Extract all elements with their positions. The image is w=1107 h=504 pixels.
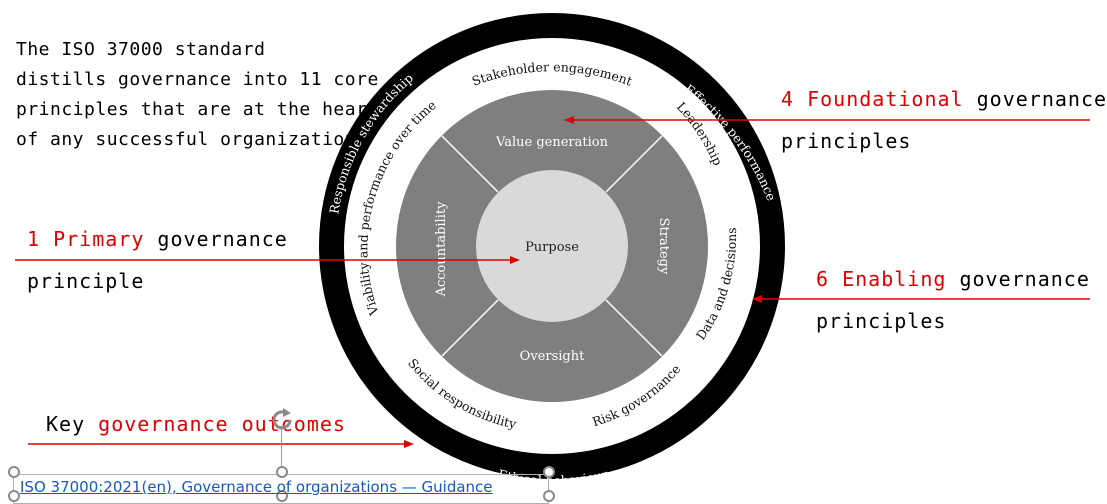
callout-foundational-rest: governance xyxy=(976,87,1107,111)
outcome-ethical-behaviour: Ethical behaviour xyxy=(497,466,610,488)
arrow-primary-head xyxy=(510,256,520,264)
rotate-icon[interactable] xyxy=(268,406,296,434)
callout-outcomes-highlight: governance outcomes xyxy=(98,412,346,436)
arrow-outcomes-head xyxy=(404,440,414,448)
resize-handle-bottom-right[interactable] xyxy=(543,490,555,502)
principle-value-generation: Value generation xyxy=(495,135,609,150)
quadrant-dividers xyxy=(441,135,663,357)
callout-primary: 1 Primary governance xyxy=(27,227,288,251)
arrow-foundational-head xyxy=(564,116,574,124)
arrow-enabling-head xyxy=(752,295,762,303)
callout-enabling: 6 Enabling governance xyxy=(816,267,1090,291)
purpose-circle xyxy=(476,170,628,322)
principle-strategy: Strategy xyxy=(656,218,671,275)
intro-line: The ISO 37000 standard xyxy=(16,39,266,60)
callout-enabling-rest: governance xyxy=(959,267,1090,291)
callout-arrows xyxy=(15,116,1090,448)
intro-line: principles that are at the heart xyxy=(16,99,379,120)
callout-primary-highlight: 1 Primary xyxy=(27,227,145,251)
callout-foundational-highlight: 4 Foundational xyxy=(781,87,964,111)
callout-enabling-highlight: 6 Enabling xyxy=(816,267,947,291)
intro-line: distills governance into 11 core xyxy=(16,69,379,90)
resize-handle-top-center[interactable] xyxy=(276,466,288,478)
resize-handle-bottom-center[interactable] xyxy=(276,490,288,502)
resize-handle-bottom-left[interactable] xyxy=(8,490,20,502)
callout-primary-line2: principle xyxy=(27,269,145,293)
intro-line: of any successful organization. xyxy=(16,129,368,150)
callout-primary-rest: governance xyxy=(157,227,288,251)
rotate-handle-stem xyxy=(281,426,282,466)
callout-foundational: 4 Foundational governance xyxy=(781,87,1107,111)
resize-handle-top-left[interactable] xyxy=(8,466,20,478)
callout-foundational-line2: principles xyxy=(781,129,912,153)
callout-enabling-line2: principles xyxy=(816,309,947,333)
principle-purpose: Purpose xyxy=(525,240,579,255)
callout-outcomes: Key governance outcomes xyxy=(46,412,346,436)
principle-oversight: Oversight xyxy=(520,349,585,364)
resize-handle-top-right[interactable] xyxy=(543,466,555,478)
intro-text: The ISO 37000 standard distills governan… xyxy=(16,35,379,155)
callout-outcomes-prefix: Key xyxy=(46,412,86,436)
principle-accountability: Accountability xyxy=(434,201,449,298)
source-link[interactable]: ISO 37000:2021(en), Governance of organi… xyxy=(20,478,493,496)
